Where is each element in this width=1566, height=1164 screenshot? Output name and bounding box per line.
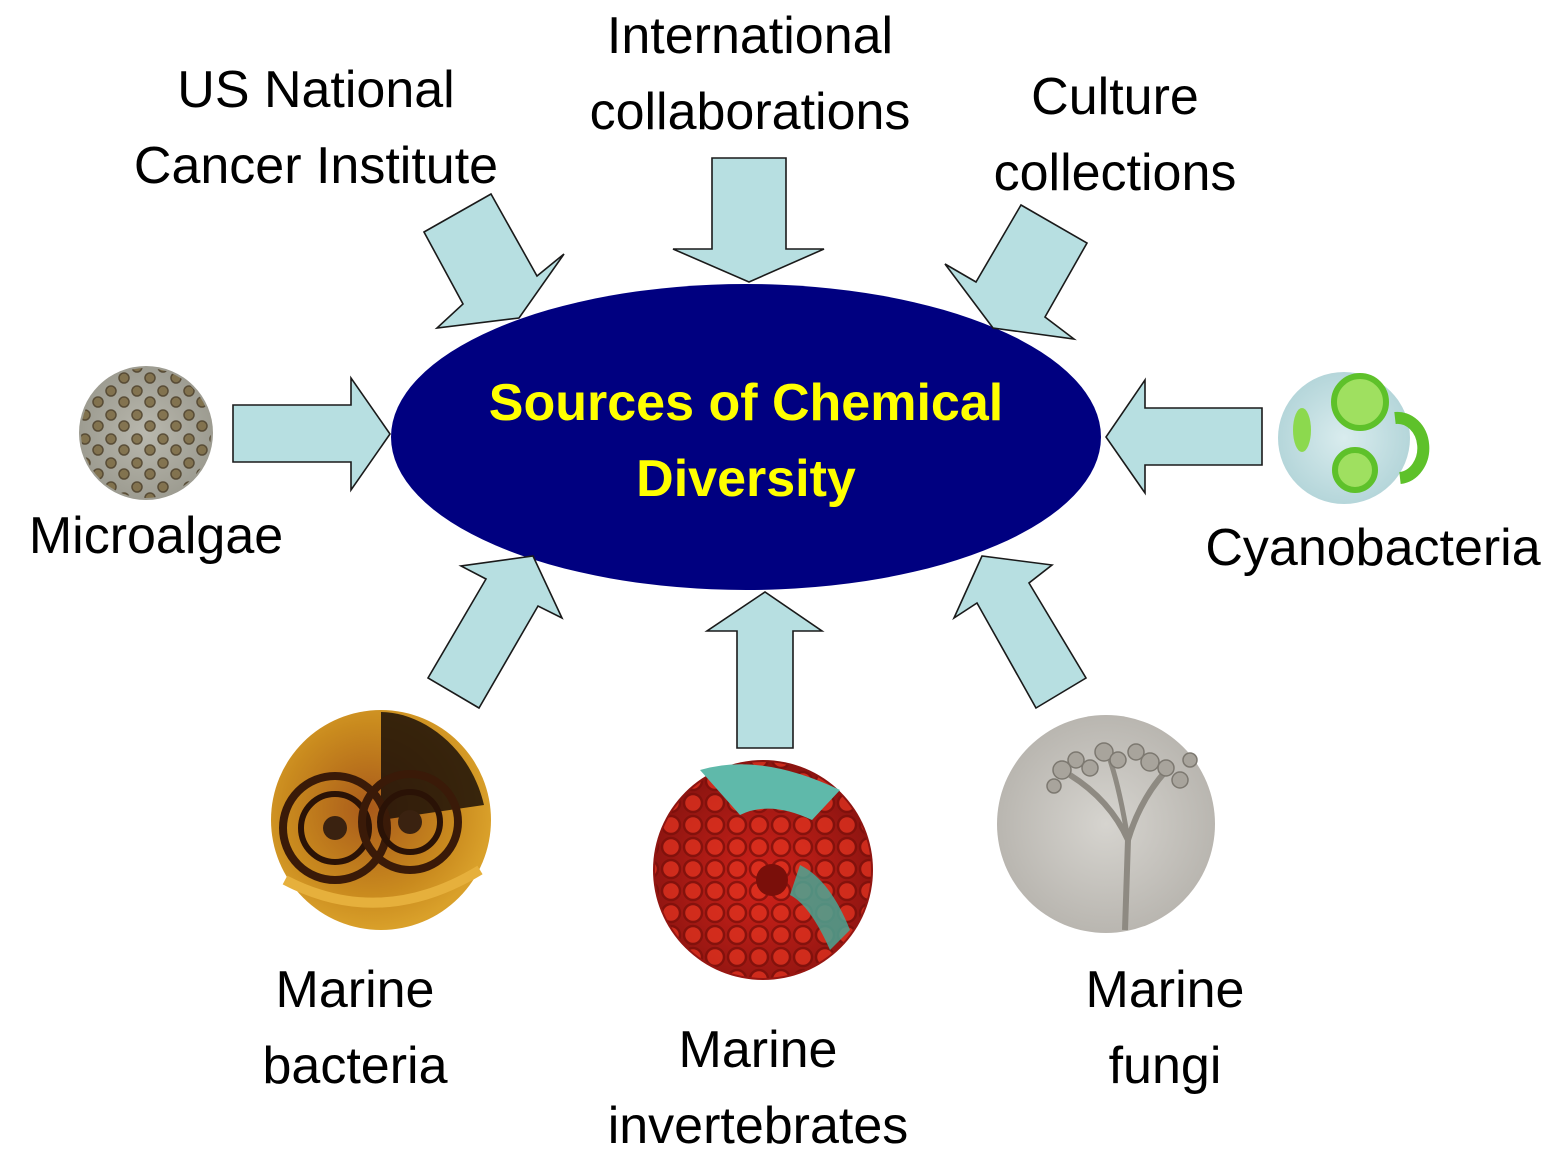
label-marine-invertebrates-line1: Marine [678,1021,838,1079]
label-marine-bacteria-line2: bacteria [262,1037,448,1095]
label-international: International collaborations [530,0,970,150]
label-nci-line2: Cancer Institute [133,137,499,195]
center-title-line1: Sources of Chemical [488,374,1004,432]
center-title-line2: Diversity [636,450,856,508]
label-marine-bacteria: Marine bacteria [215,952,495,1104]
arrow-bacteria [426,555,564,710]
label-marine-fungi: Marine fungi [1040,952,1290,1104]
label-international-line2: collaborations [589,83,911,141]
arrow-culture [944,203,1089,341]
label-culture-line2: collections [993,144,1237,202]
arrow-microalgae [232,375,391,493]
label-international-line1: International [606,7,894,65]
label-marine-fungi-line1: Marine [1085,961,1245,1019]
label-nci-line1: US National [177,61,455,119]
label-nci: US National Cancer Institute [96,52,536,204]
label-marine-invertebrates-line2: invertebrates [607,1097,909,1155]
label-marine-invertebrates: Marine invertebrates [570,1012,946,1164]
marine-fungi-photo [997,715,1215,933]
label-microalgae-line1: Microalgae [28,507,284,565]
label-cyanobacteria: Cyanobacteria [1180,510,1566,586]
label-culture: Culture collections [955,59,1275,211]
central-ellipse [391,284,1101,590]
label-microalgae: Microalgae [0,498,312,574]
microalgae-photo [79,366,213,500]
arrow-nci [422,192,565,330]
arrow-invertebrates [704,591,825,749]
marine-bacteria-photo [271,710,491,930]
label-culture-line1: Culture [1031,68,1199,126]
arrow-fungi [952,555,1088,710]
label-cyanobacteria-line1: Cyanobacteria [1205,519,1541,577]
marine-invertebrates-photo [653,760,873,980]
label-marine-bacteria-line1: Marine [275,961,435,1019]
cyanobacteria-photo [1278,372,1430,504]
label-marine-fungi-line2: fungi [1108,1037,1222,1095]
arrow-cyanobacteria [1105,377,1263,496]
center-title: Sources of Chemical Diversity [400,365,1092,517]
arrow-international [672,157,825,283]
